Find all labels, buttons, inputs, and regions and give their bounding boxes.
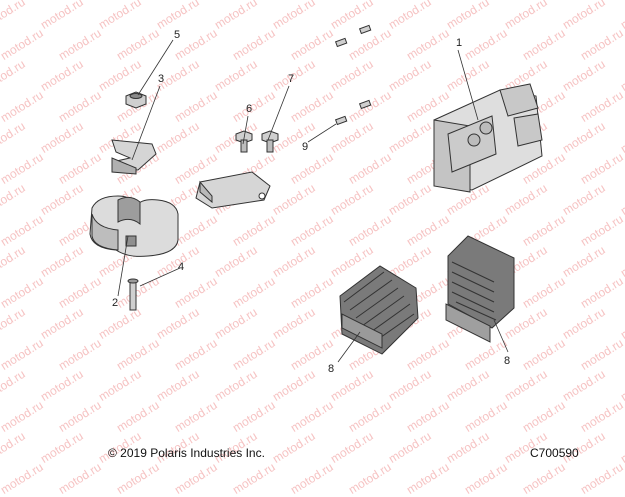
part-nut [125,91,147,109]
drawing-id-text: C700590 [530,446,579,460]
part-bracket-plate [195,171,271,209]
part-voltage-regulator-left [339,265,419,355]
callout-1: 1 [456,37,462,49]
callout-9: 9 [302,141,308,153]
part-small-screws [334,24,372,126]
callout-7: 7 [288,73,294,85]
callout-5: 5 [174,29,180,41]
part-long-bolt [127,278,139,311]
part-voltage-regulator-right [445,235,515,343]
part-ecu-module [433,83,543,193]
callout-8-right: 8 [504,355,510,367]
leader-lines [117,39,509,363]
parts-diagram: 5 3 2 4 6 7 9 1 8 8 [89,24,543,375]
copyright-text: © 2019 Polaris Industries Inc. [108,446,265,460]
callout-4: 4 [178,261,184,273]
callout-8-left: 8 [328,363,334,375]
callout-3: 3 [158,73,164,85]
part-mounting-bolts [235,130,279,153]
callout-2: 2 [112,297,118,309]
callout-6: 6 [246,103,252,115]
part-ignition-coil [89,195,179,257]
part-bracket-clip [111,139,157,175]
